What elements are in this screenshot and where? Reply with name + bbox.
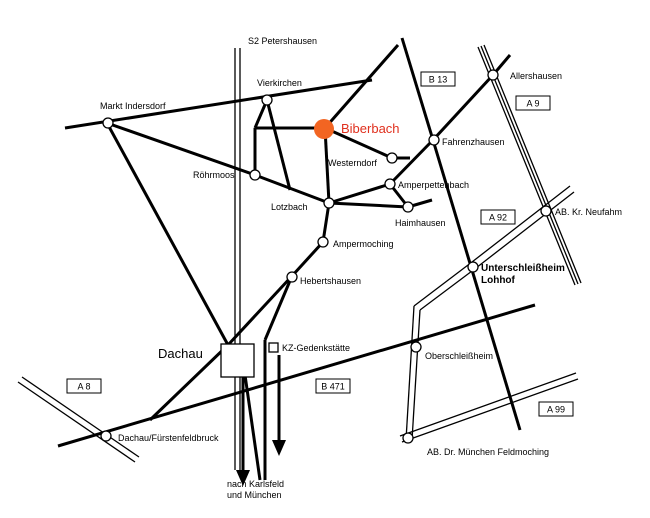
destination-marker xyxy=(314,119,334,139)
node-markt-indersdorf xyxy=(102,117,114,129)
node-oberschleissheim xyxy=(410,341,422,353)
label-oberschleissheim: Oberschleißheim xyxy=(425,351,493,361)
label-destination: Biberbach xyxy=(341,121,400,136)
node-ampermoching xyxy=(317,236,329,248)
label-roehrmoos: Röhrmoos xyxy=(193,170,235,180)
node-ab-kr-neufahrn xyxy=(540,205,552,217)
rail-label: S2 Petershausen xyxy=(248,36,317,46)
node-ab-dr-muenchen xyxy=(402,432,414,444)
label-markt-indersdorf: Markt Indersdorf xyxy=(100,101,166,111)
motorway-a92 xyxy=(405,185,575,441)
node-lotzbach xyxy=(323,197,335,209)
road-sign-a92: A 92 xyxy=(480,209,516,225)
label-amperpettenbach: Amperpettenbach xyxy=(398,180,469,190)
road-sign-a99: A 99 xyxy=(538,401,574,417)
label-und-muenchen: und München xyxy=(227,490,282,500)
node-westerndorf xyxy=(386,152,398,164)
svg-text:B 13: B 13 xyxy=(429,75,448,85)
road-network xyxy=(57,37,536,481)
arrow-down-icon xyxy=(272,355,286,456)
node-hebertshausen xyxy=(286,271,298,283)
svg-text:A 8: A 8 xyxy=(77,382,90,392)
dachau-marker xyxy=(220,343,255,378)
node-dachau-fuerstenfeldbruck xyxy=(100,430,112,442)
node-unterschleissheim xyxy=(467,261,479,273)
label-allershausen: Allershausen xyxy=(510,71,562,81)
motorway-a99 xyxy=(399,372,579,443)
node-fahrenzhausen xyxy=(428,134,440,146)
kz-gedenkstaette-marker xyxy=(268,342,279,353)
label-ab-kr-neufahrn: AB. Kr. Neufahm xyxy=(555,207,622,217)
road-sign-a8: A 8 xyxy=(66,378,102,394)
label-hebertshausen: Hebertshausen xyxy=(300,276,361,286)
label-haimhausen: Haimhausen xyxy=(395,218,446,228)
label-unterschleissheim: Unterschleißheim xyxy=(481,263,565,274)
node-haimhausen xyxy=(402,201,414,213)
label-dachau-fuerstenfeldbruck: Dachau/Fürstenfeldbruck xyxy=(118,433,219,443)
road-sign-b471: B 471 xyxy=(315,378,351,394)
label-lohhof: Lohhof xyxy=(481,275,516,286)
svg-text:A 99: A 99 xyxy=(547,405,565,415)
node-roehrmoos xyxy=(249,169,261,181)
label-ab-dr-muenchen: AB. Dr. München Feldmoching xyxy=(427,447,549,457)
arrow-down-icon xyxy=(236,375,250,486)
label-westerndorf: Westerndorf xyxy=(328,158,377,168)
motorway-a8 xyxy=(17,376,140,463)
label-kz-gedenkstaette: KZ-Gedenkstätte xyxy=(282,343,350,353)
motorway-a9 xyxy=(477,44,582,286)
svg-text:A 92: A 92 xyxy=(489,213,507,223)
label-dachau: Dachau xyxy=(158,346,203,361)
road-sign-a9: A 9 xyxy=(515,95,551,111)
node-amperpettenbach xyxy=(384,178,396,190)
rail-line-s2 xyxy=(234,48,241,470)
label-fahrenzhausen: Fahrenzhausen xyxy=(442,137,505,147)
node-allershausen xyxy=(487,69,499,81)
label-ampermoching: Ampermoching xyxy=(333,239,394,249)
road-sign-b13: B 13 xyxy=(420,71,456,87)
label-vierkirchen: Vierkirchen xyxy=(257,78,302,88)
label-nach-karlsfeld: nach Karlsfeld xyxy=(227,479,284,489)
svg-text:B 471: B 471 xyxy=(321,382,345,392)
svg-text:A 9: A 9 xyxy=(526,99,539,109)
label-lotzbach: Lotzbach xyxy=(271,202,308,212)
node-vierkirchen xyxy=(261,94,273,106)
